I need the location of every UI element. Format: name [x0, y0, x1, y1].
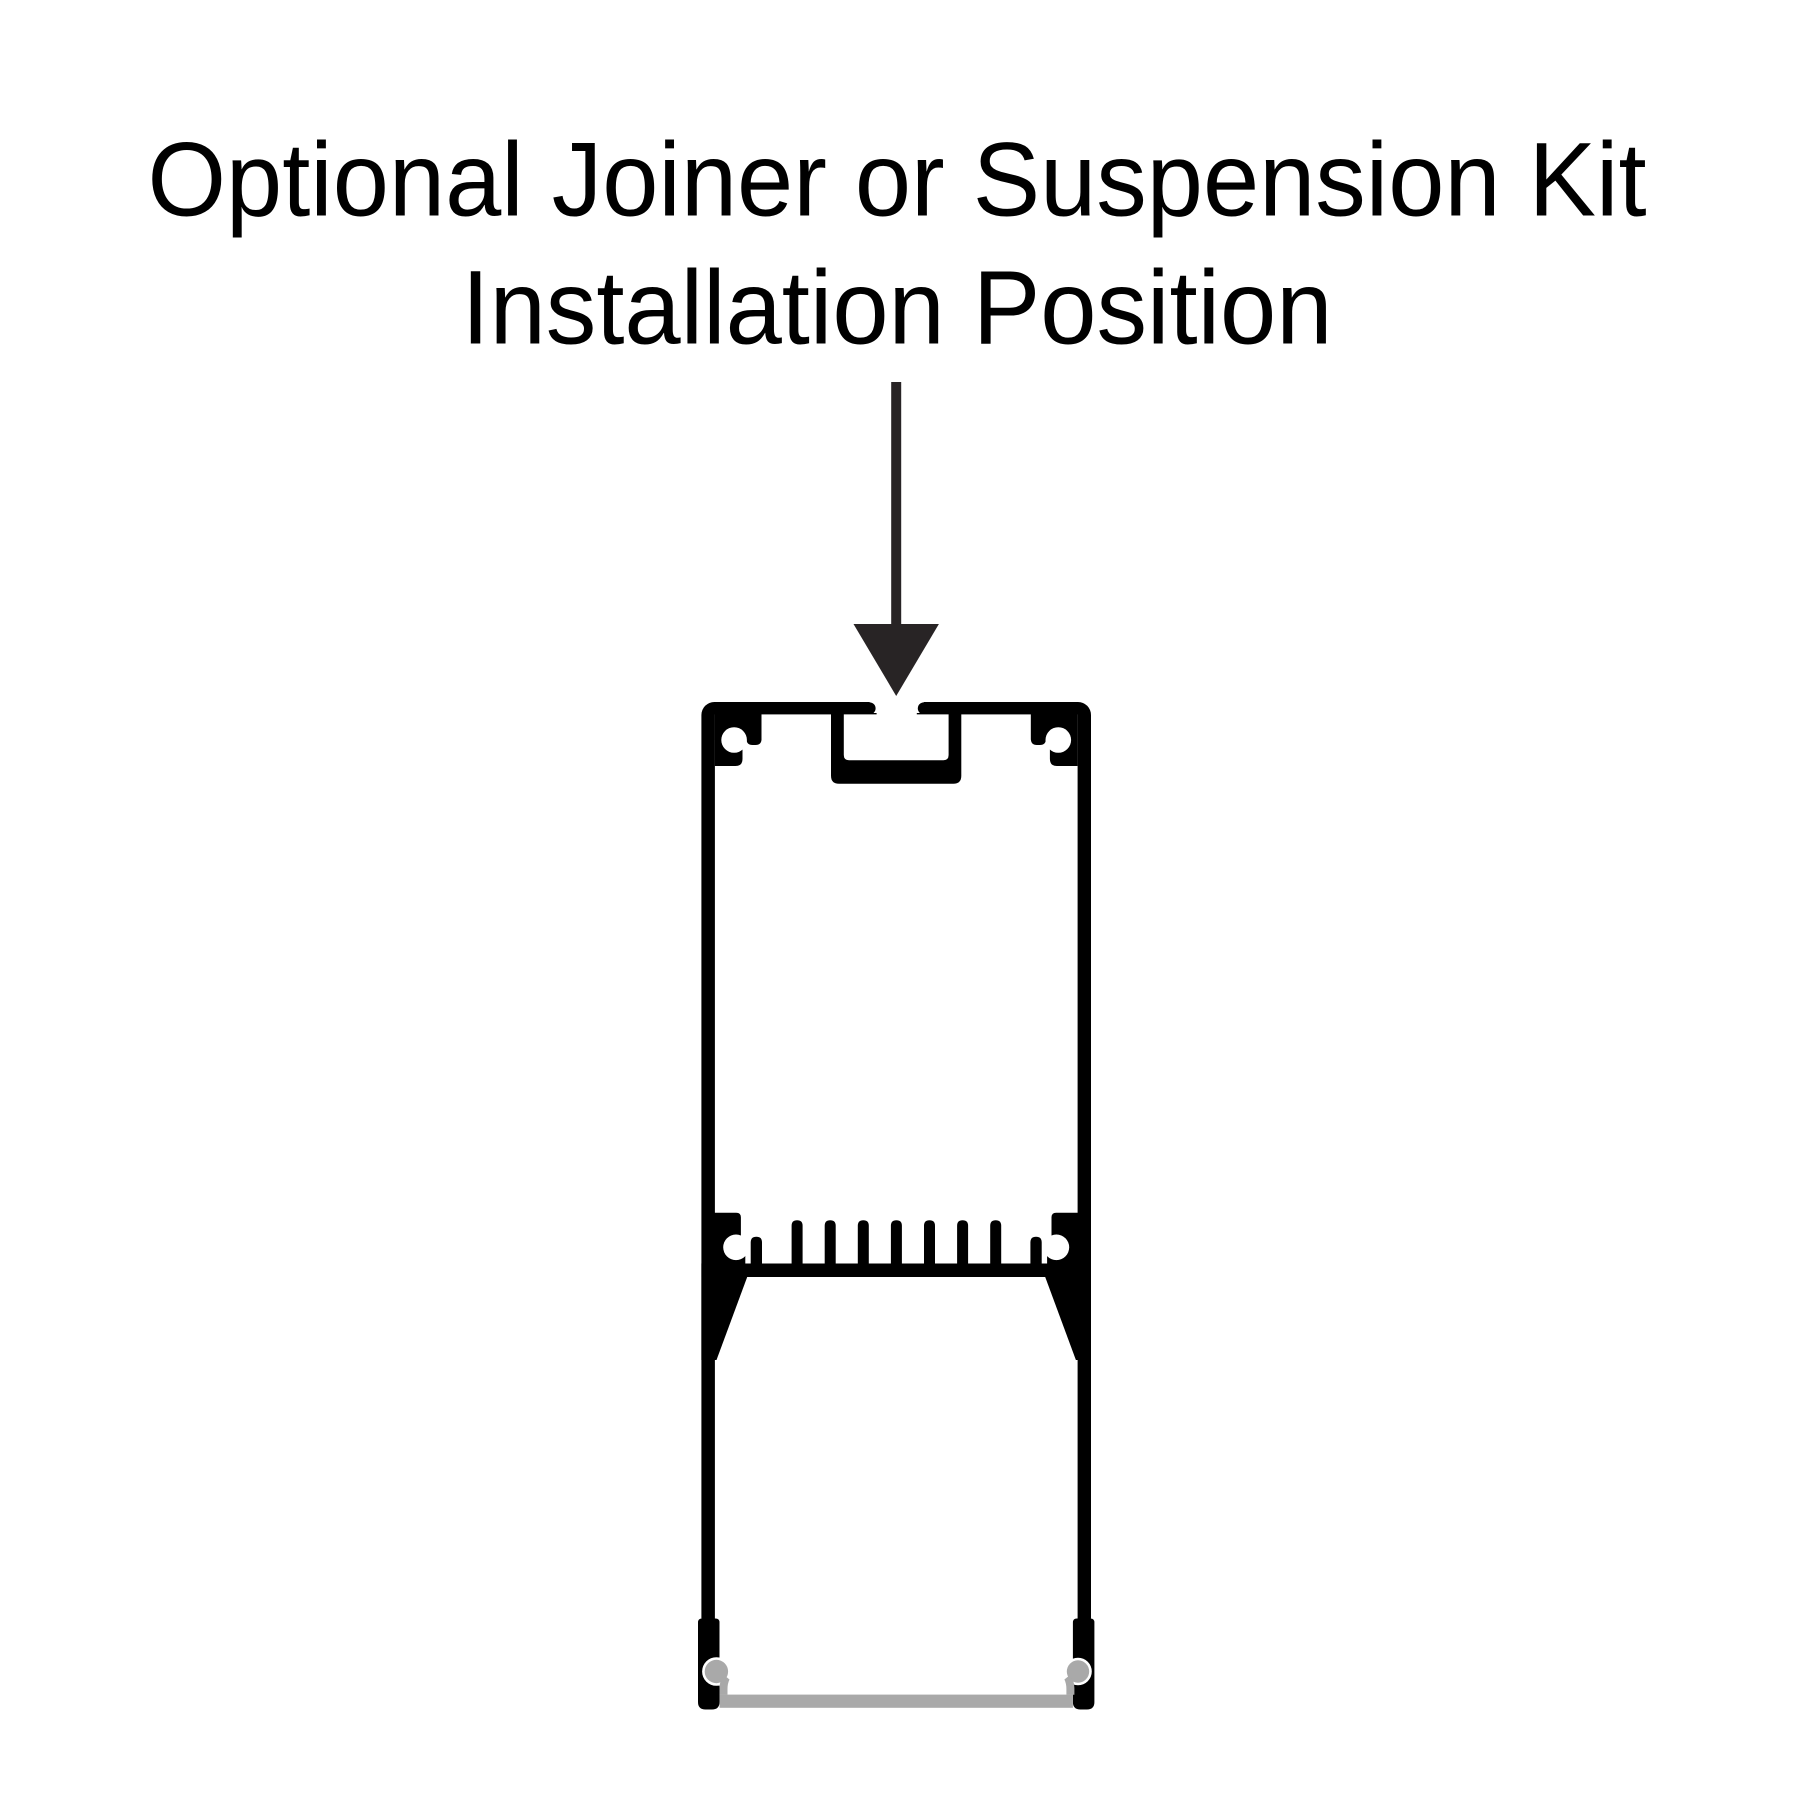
svg-text:Optional Joiner or Suspension: Optional Joiner or Suspension Kit — [148, 122, 1647, 239]
svg-text:Installation Position: Installation Position — [462, 250, 1333, 367]
